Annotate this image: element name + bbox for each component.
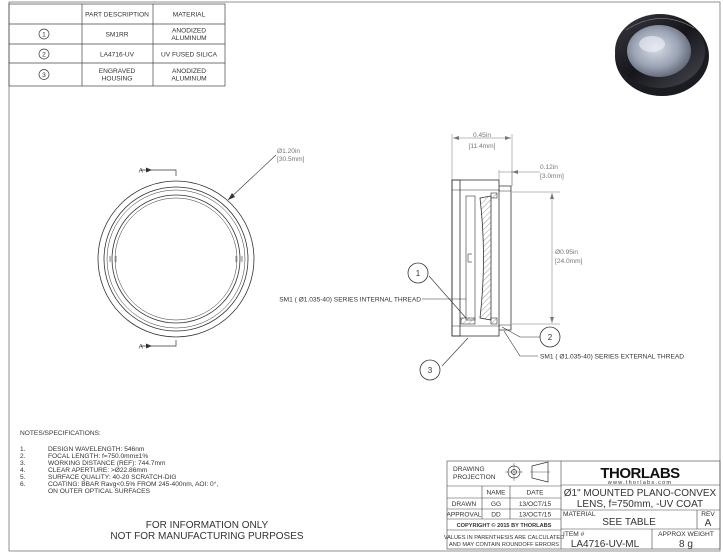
parts-row-1: 1 SM1RR ANODIZED ALUMINUM [38,27,207,42]
approval-name: DD [491,512,501,519]
name-header: NAME [486,490,506,497]
part-title-line-1: Ø1" MOUNTED PLANO-CONVEX [564,488,717,499]
part-title-line-2: LENS, f=750mm, -UV COAT [577,499,703,510]
section-label-top: A [139,168,144,175]
part-material: ANODIZED [172,27,206,34]
balloon-3 [419,359,441,381]
width-dim-in: 0.45in [473,132,491,139]
approval-label: APPROVAL [446,512,481,519]
weight-label: APPROX WEIGHT [658,531,714,538]
part-balloon-1 [38,28,50,40]
svg-text:3: 3 [428,366,433,375]
product-render-image [615,14,709,96]
svg-text:COATING: BBAR Ravg<0.5% FROM 2: COATING: BBAR Ravg<0.5% FROM 245-400nm, … [48,480,218,488]
section-label-bottom: A [139,344,144,351]
svg-text:ON OUTER OPTICAL SURFACES: ON OUTER OPTICAL SURFACES [48,488,151,495]
svg-text:2: 2 [42,51,46,58]
material-value: SEE TABLE [602,517,656,528]
section-arrow-bottom [146,343,152,349]
diameter-leader-arrow [228,193,235,200]
balloon-2 [539,326,561,348]
thread-dim-in: 0.12in [540,164,558,171]
projection-symbol-icon [505,461,550,483]
part-description: SM1RR [105,31,128,38]
parts-row-2: 2 LA4716-UV UV FUSED SILICA [38,48,218,60]
part-balloon-2 [38,48,50,60]
drawing-projection-label: DRAWING [453,466,485,473]
side-dimensions [451,134,560,325]
svg-text:2: 2 [548,333,553,342]
values-note: AND MAY CONTAIN ROUNDOFF ERRORS [449,542,559,548]
callout-leaders [422,275,540,367]
external-thread-label: SM1 ( Ø1.035-40) SERIES EXTERNAL THREAD [540,354,684,361]
approval-date: 13/OCT/15 [519,512,552,519]
svg-text:DESIGN WAVELENGTH: 546nm: DESIGN WAVELENGTH: 546nm [48,446,145,453]
internal-thread-label: SM1 ( Ø1.035-40) SERIES INTERNAL THREAD [279,297,421,304]
svg-text:1.: 1. [20,446,26,453]
svg-text:1: 1 [42,31,46,38]
svg-text:1: 1 [416,269,421,278]
svg-text:5.: 5. [20,474,26,481]
notes-title: NOTES/SPECIFICATIONS: [20,430,101,437]
copyright: COPYRIGHT © 2015 BY THORLABS [457,522,552,529]
front-view [97,154,277,347]
part-material: ALUMINUM [171,35,206,42]
part-description: HOUSING [102,75,133,82]
svg-text:3: 3 [42,72,46,79]
thorlabs-logo: THORLABS [600,465,680,482]
svg-text:2.: 2. [20,453,26,460]
sheet-border [8,1,721,552]
item-value: LA4716-UV-ML [571,539,640,550]
date-header: DATE [526,490,544,497]
drawing-projection-label: PROJECTION [453,474,496,481]
thread-dim-mm: [3.0mm] [540,173,564,180]
parts-header-description: PART DESCRIPTION [85,12,149,19]
drawn-name: GG [491,501,501,508]
svg-text:6.: 6. [20,481,26,488]
width-dim-mm: [11.4mm] [469,143,496,150]
disclaimer-line-2: NOT FOR MANUFACTURING PURPOSES [110,531,303,542]
disclaimer-line-1: FOR INFORMATION ONLY [146,520,269,531]
part-balloon-3 [38,69,50,80]
front-diameter-mm: [30.5mm] [277,156,305,163]
part-description: LA4716-UV [100,51,135,58]
section-view [451,179,512,337]
parts-row-3: 3 ENGRAVED HOUSING ANODIZED ALUMINUM [38,68,207,82]
svg-text:3.: 3. [20,460,26,467]
item-label: ITEM # [563,531,585,538]
values-note: VALUES IN PARENTHESIS ARE CALCULATED [444,535,564,541]
svg-text:CLEAR APERTURE: >Ø22.86mm: CLEAR APERTURE: >Ø22.86mm [48,467,148,474]
notes-block: NOTES/SPECIFICATIONS: 1. DESIGN WAVELENG… [20,430,218,495]
section-arrow-top [146,167,152,173]
part-material: ANODIZED [172,68,206,75]
svg-text:4.: 4. [20,467,26,474]
rev-label: REV [701,511,715,518]
part-description: ENGRAVED [99,68,136,75]
rev-value: A [705,518,712,529]
aperture-dim-in: Ø0.95in [555,249,578,256]
balloon-1 [407,262,429,284]
part-material: ALUMINUM [171,75,206,82]
svg-text:SURFACE QUALITY: 40-20 SCRATCH: SURFACE QUALITY: 40-20 SCRATCH-DIG [48,474,176,481]
thorlabs-website: www.thorlabs.com [607,480,673,486]
part-material: UV FUSED SILICA [161,51,218,58]
parts-table [8,3,226,87]
svg-text:WORKING DISTANCE (REF): 744.7m: WORKING DISTANCE (REF): 744.7mm [48,460,166,467]
front-diameter-in: Ø1.20in [277,148,300,155]
parts-header-material: MATERIAL [173,12,206,19]
aperture-dim-mm: [24.0mm] [555,258,583,265]
title-block [446,460,721,550]
material-label: MATERIAL [563,511,596,518]
drawn-date: 13/OCT/15 [519,501,552,508]
weight-value: 8 g [679,539,693,550]
svg-text:FOCAL LENGTH: f=750.0mm±1%: FOCAL LENGTH: f=750.0mm±1% [48,453,148,460]
drawn-label: DRAWN [452,501,477,508]
